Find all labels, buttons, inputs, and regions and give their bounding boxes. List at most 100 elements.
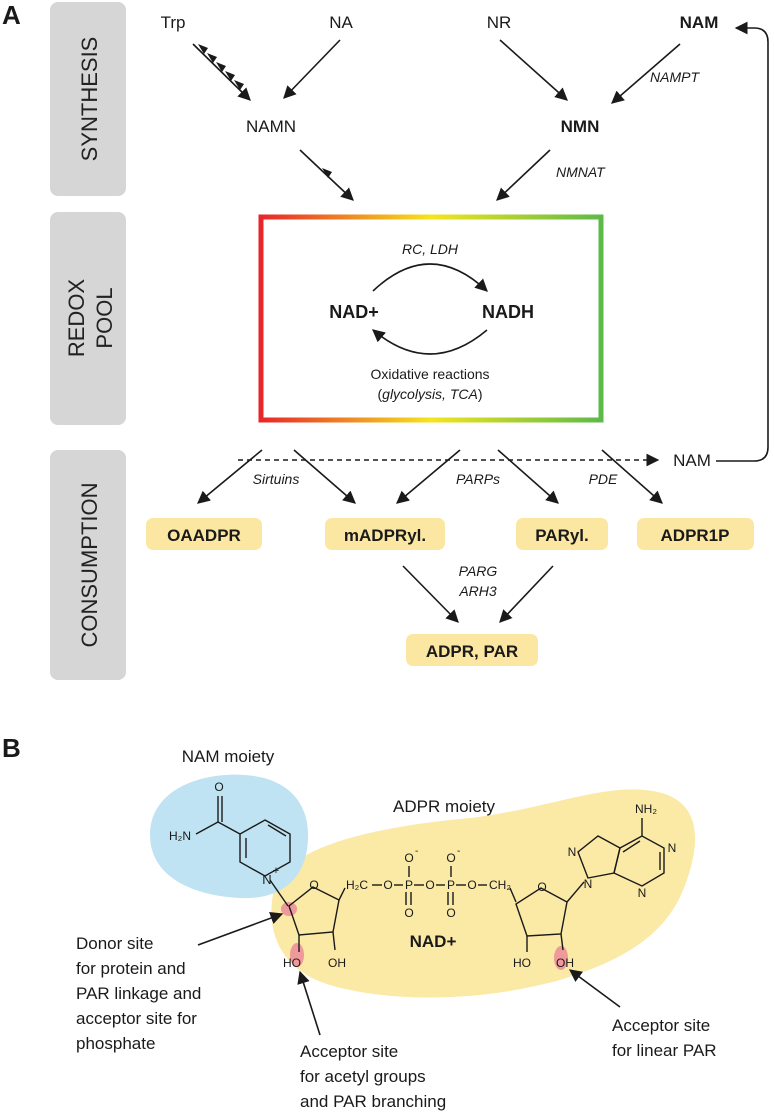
linear-acceptor-mark (554, 946, 568, 970)
madpryl-to-adpr-arrow (402, 565, 459, 623)
oxidative-examples-label: (glycolysis, TCA) (377, 386, 482, 402)
nampt-label: NAMPT (650, 69, 700, 85)
paryl-box (516, 518, 608, 550)
svg-text:for acetyl groups: for acetyl groups (300, 1067, 426, 1086)
nam-recycled-label: NAM (673, 451, 711, 470)
consumption-bar (50, 450, 126, 680)
pde-arrow (601, 449, 663, 504)
synthesis-label: SYNTHESIS (77, 37, 102, 162)
adenine-nh2: NH₂ (635, 802, 657, 816)
rc-ldh-label: RC, LDH (402, 241, 459, 257)
ribose-left-ho: HO (283, 956, 301, 970)
nam-arrow (611, 43, 681, 104)
nr-label: NR (487, 13, 512, 32)
h2c-label: H₂C (346, 878, 368, 892)
svg-text:acceptor site for: acceptor site for (76, 1009, 197, 1028)
madpryl-label: mADPRyl. (344, 526, 426, 545)
minus-1: - (415, 846, 418, 857)
nadh-label: NADH (482, 302, 534, 322)
adpr-par-label: ADPR, PAR (426, 642, 518, 661)
oxidative-reactions-label: Oxidative reactions (370, 366, 489, 382)
ribose-left (288, 886, 346, 952)
oaadpr-label: OAADPR (167, 526, 241, 545)
minus-2: - (457, 846, 460, 857)
nad-plus-label: NAD+ (329, 302, 379, 322)
svg-text:phosphate: phosphate (76, 1034, 155, 1053)
redox-lower-arc (372, 329, 488, 355)
nmn-label: NMN (561, 117, 600, 136)
pyridinium-n: N (262, 872, 271, 887)
adenine-n1: N (668, 841, 677, 855)
ribose-right (509, 881, 585, 952)
pool-label: POOL (92, 287, 117, 348)
branch-acceptor-arrow (297, 970, 321, 1036)
phosphorus-2: P (447, 878, 455, 892)
phosphate-o-4: O (446, 906, 455, 920)
namn-label: NAMN (246, 117, 296, 136)
adpr1p-label: ADPR1P (661, 526, 730, 545)
adpr-moiety-region (271, 789, 696, 998)
arh3-label: ARH3 (458, 583, 497, 599)
redox-label: REDOX (64, 279, 89, 358)
amide-h2n: H₂N (169, 829, 191, 843)
parp-arrow-paryl (497, 449, 559, 504)
linear-acceptor-annotation: Acceptor site for linear PAR (612, 1016, 717, 1060)
branch-acceptor-mark (290, 943, 304, 967)
na-arrow (283, 39, 341, 99)
bridge-o-2: O (425, 878, 434, 892)
adpr1p-box (637, 518, 754, 550)
nmn-arrow (496, 149, 551, 201)
panel-b-label: B (2, 733, 21, 763)
madpryl-box (325, 518, 445, 550)
adpr-moiety-label: ADPR moiety (393, 797, 496, 816)
synthesis-bar (50, 2, 126, 196)
adpr-par-box (406, 634, 538, 666)
ch2-label: CH₂ (489, 878, 511, 892)
nam-recycle-arrow (716, 21, 769, 462)
na-label: NA (329, 13, 353, 32)
adenine-n3: N (638, 886, 647, 900)
consumption-label: CONSUMPTION (77, 483, 102, 648)
donor-site-mark (281, 902, 297, 916)
svg-text:for linear PAR: for linear PAR (612, 1041, 717, 1060)
nam-precursor-label: NAM (680, 13, 719, 32)
sirtuins-label: Sirtuins (253, 471, 300, 487)
nad-plus-molecule-label: NAD+ (410, 932, 457, 951)
donor-site-arrow (197, 911, 284, 946)
svg-text:and PAR branching: and PAR branching (300, 1092, 446, 1111)
bridge-o-3: O (467, 878, 476, 892)
ribose-left-o: O (309, 878, 318, 892)
adenine-n7: N (568, 845, 577, 859)
phosphate-o-3: O (404, 906, 413, 920)
svg-text:for protein and: for protein and (76, 959, 186, 978)
nam-structure (195, 796, 291, 907)
trp-multistep-arrow (192, 43, 251, 101)
bridge-o-1: O (383, 878, 392, 892)
nam-moiety-label: NAM moiety (182, 747, 275, 766)
pde-label: PDE (589, 471, 618, 487)
svg-text:Donor site: Donor site (76, 934, 153, 953)
parps-label: PARPs (456, 471, 500, 487)
ribose-left-oh: OH (328, 956, 346, 970)
panel-a-label: A (2, 0, 21, 30)
sirtuin-arrow-oaadpr (197, 449, 263, 504)
parg-label: PARG (459, 563, 498, 579)
parp-arrow-madpryl (396, 449, 461, 504)
sirtuin-arrow-madpryl (293, 449, 356, 504)
svg-text:Acceptor site: Acceptor site (300, 1042, 398, 1061)
paryl-to-adpr-arrow (499, 565, 554, 623)
namn-arrow (299, 149, 354, 201)
redox-upper-arc (372, 263, 488, 292)
trp-label: Trp (161, 13, 186, 32)
ribose-right-ho: HO (513, 956, 531, 970)
adenine-n9: N (584, 877, 593, 891)
donor-site-annotation: Donor site for protein and PAR linkage a… (76, 934, 201, 1053)
phosphate-o-minus-1: O (404, 851, 413, 865)
redox-pool-box (258, 214, 604, 423)
ribose-right-oh: OH (556, 956, 574, 970)
diphosphate-bonds (372, 866, 487, 905)
ribose-right-o: O (537, 880, 546, 894)
nam-moiety-region (150, 774, 309, 899)
phosphorus-1: P (405, 878, 413, 892)
paryl-label: PARyl. (535, 526, 589, 545)
